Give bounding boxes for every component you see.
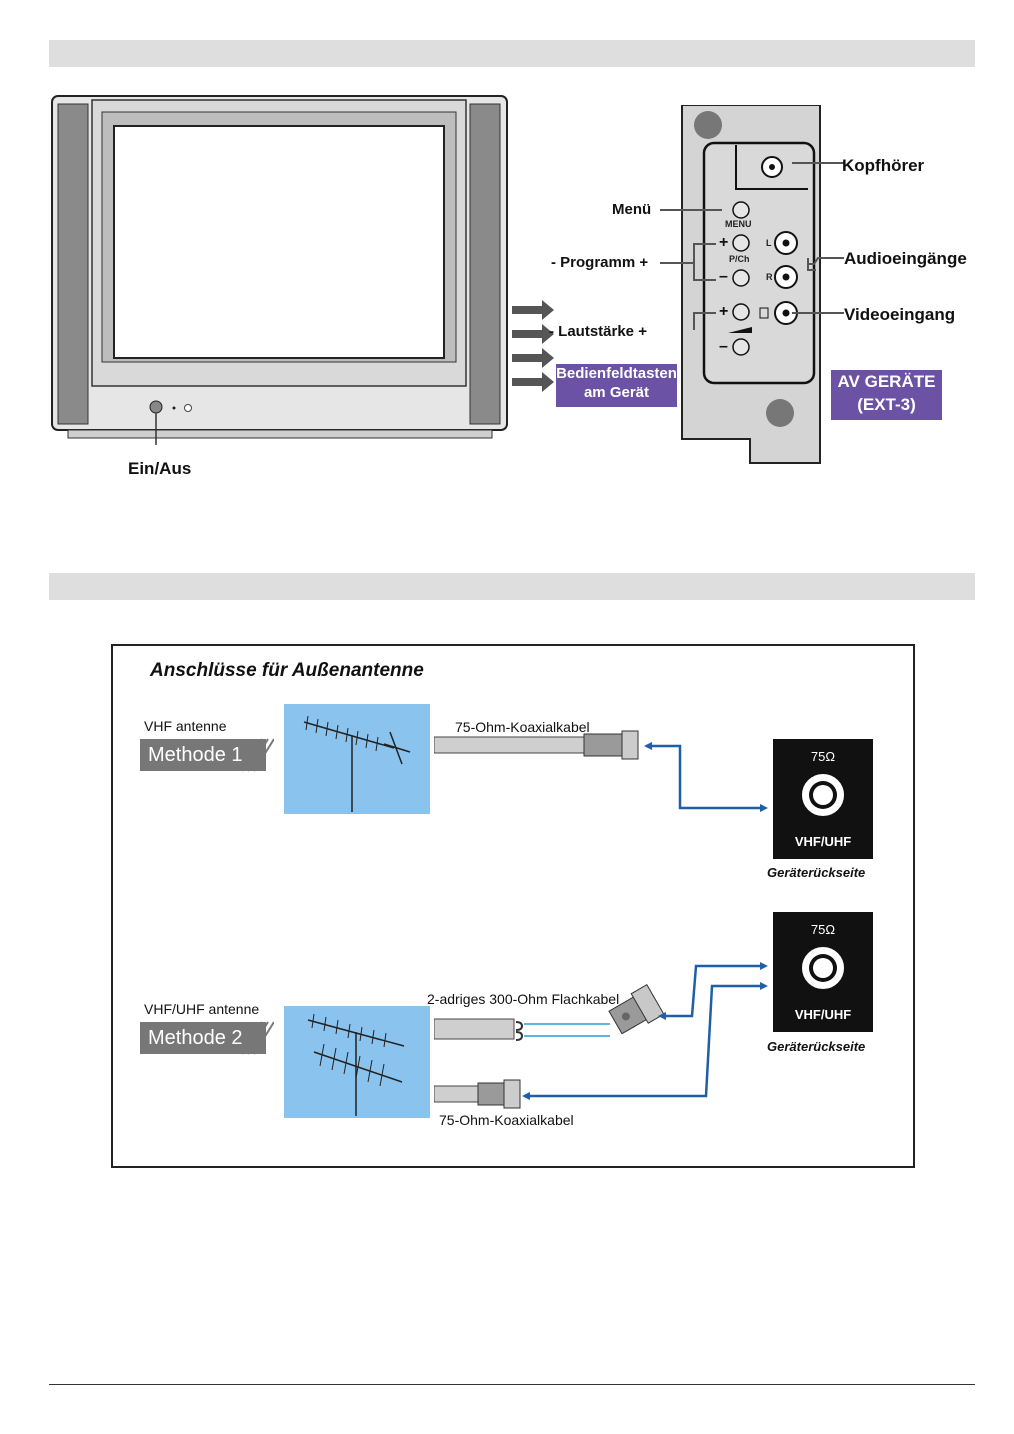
method2-cables xyxy=(434,962,768,1109)
method1-badge: Methode 1 xyxy=(140,739,266,771)
left-small-label: L xyxy=(766,238,772,248)
antenna-connection-frame xyxy=(111,644,915,1168)
antenna-section-title: Anschlüsse für Außenantenne xyxy=(150,660,424,681)
audio-leader xyxy=(808,257,844,265)
leader-lines xyxy=(660,162,844,330)
method2-stripes xyxy=(241,1021,274,1055)
video-input-label: Videoeingang xyxy=(844,305,956,324)
tv-illustration xyxy=(51,95,508,445)
method2-rear-panel: 75Ω VHF/UHF xyxy=(773,912,873,1032)
pch-small-label: P/Ch xyxy=(729,254,750,264)
method2-rear-ohm: 75Ω xyxy=(810,922,836,937)
method1-rear-caption: Geräterückseite xyxy=(767,865,866,880)
av-devices-line-2: (EXT-3) xyxy=(857,395,916,414)
footer-rule xyxy=(49,1384,975,1385)
method1-rear-ohm: 75Ω xyxy=(810,749,836,764)
method1-rear-port: VHF/UHF xyxy=(794,834,852,849)
method2-coax-label: 75-Ohm-Koaxialkabel xyxy=(439,1112,574,1128)
control-keys-line-1: Bedienfeldtasten xyxy=(556,365,677,382)
method1-antenna-socket-icon xyxy=(800,772,846,818)
volume-plus-sign: + xyxy=(719,303,729,320)
program-plus-sign: + xyxy=(719,234,729,251)
section-header-bar-1 xyxy=(49,40,975,67)
method2-rear-caption: Geräterückseite xyxy=(767,1039,866,1054)
power-label: Ein/Aus xyxy=(128,459,192,478)
audio-inputs-label: Audioeingänge xyxy=(844,249,967,268)
control-keys-line-2: am Gerät xyxy=(583,384,650,401)
method1-coax-cable xyxy=(434,730,768,812)
program-label: - Programm + xyxy=(551,254,649,271)
program-minus-sign: – xyxy=(719,268,728,285)
vhf-uhf-antenna-image xyxy=(284,1006,430,1118)
side-control-panel xyxy=(681,105,821,464)
menu-small-label: MENU xyxy=(725,219,752,229)
headphone-label: Kopfhörer xyxy=(842,156,925,175)
av-devices-box: AV GERÄTE (EXT-3) xyxy=(831,370,942,420)
volume-label: - Lautstärke + xyxy=(549,323,647,340)
right-small-label: R xyxy=(766,272,773,282)
av-devices-line-1: AV GERÄTE xyxy=(837,372,936,391)
menu-label: Menü xyxy=(612,201,652,218)
method1-cable-label: 75-Ohm-Koaxialkabel xyxy=(455,719,590,735)
method1-rear-panel: 75Ω VHF/UHF xyxy=(773,739,873,859)
section-header-bar-2 xyxy=(49,573,975,600)
panel-arrows xyxy=(512,300,554,392)
method1-antenna-label: VHF antenne xyxy=(144,718,227,734)
method1-stripes xyxy=(241,738,274,772)
method2-flat-cable-label: 2-adriges 300-Ohm Flachkabel xyxy=(427,991,620,1007)
volume-minus-sign: – xyxy=(719,338,728,355)
method2-badge: Methode 2 xyxy=(140,1022,266,1054)
method2-rear-port: VHF/UHF xyxy=(794,1007,852,1022)
method2-antenna-label: VHF/UHF antenne xyxy=(144,1001,260,1017)
vhf-antenna-image xyxy=(284,704,430,814)
method2-antenna-socket-icon xyxy=(800,945,846,991)
control-keys-box: Bedienfeldtasten am Gerät xyxy=(556,364,677,407)
